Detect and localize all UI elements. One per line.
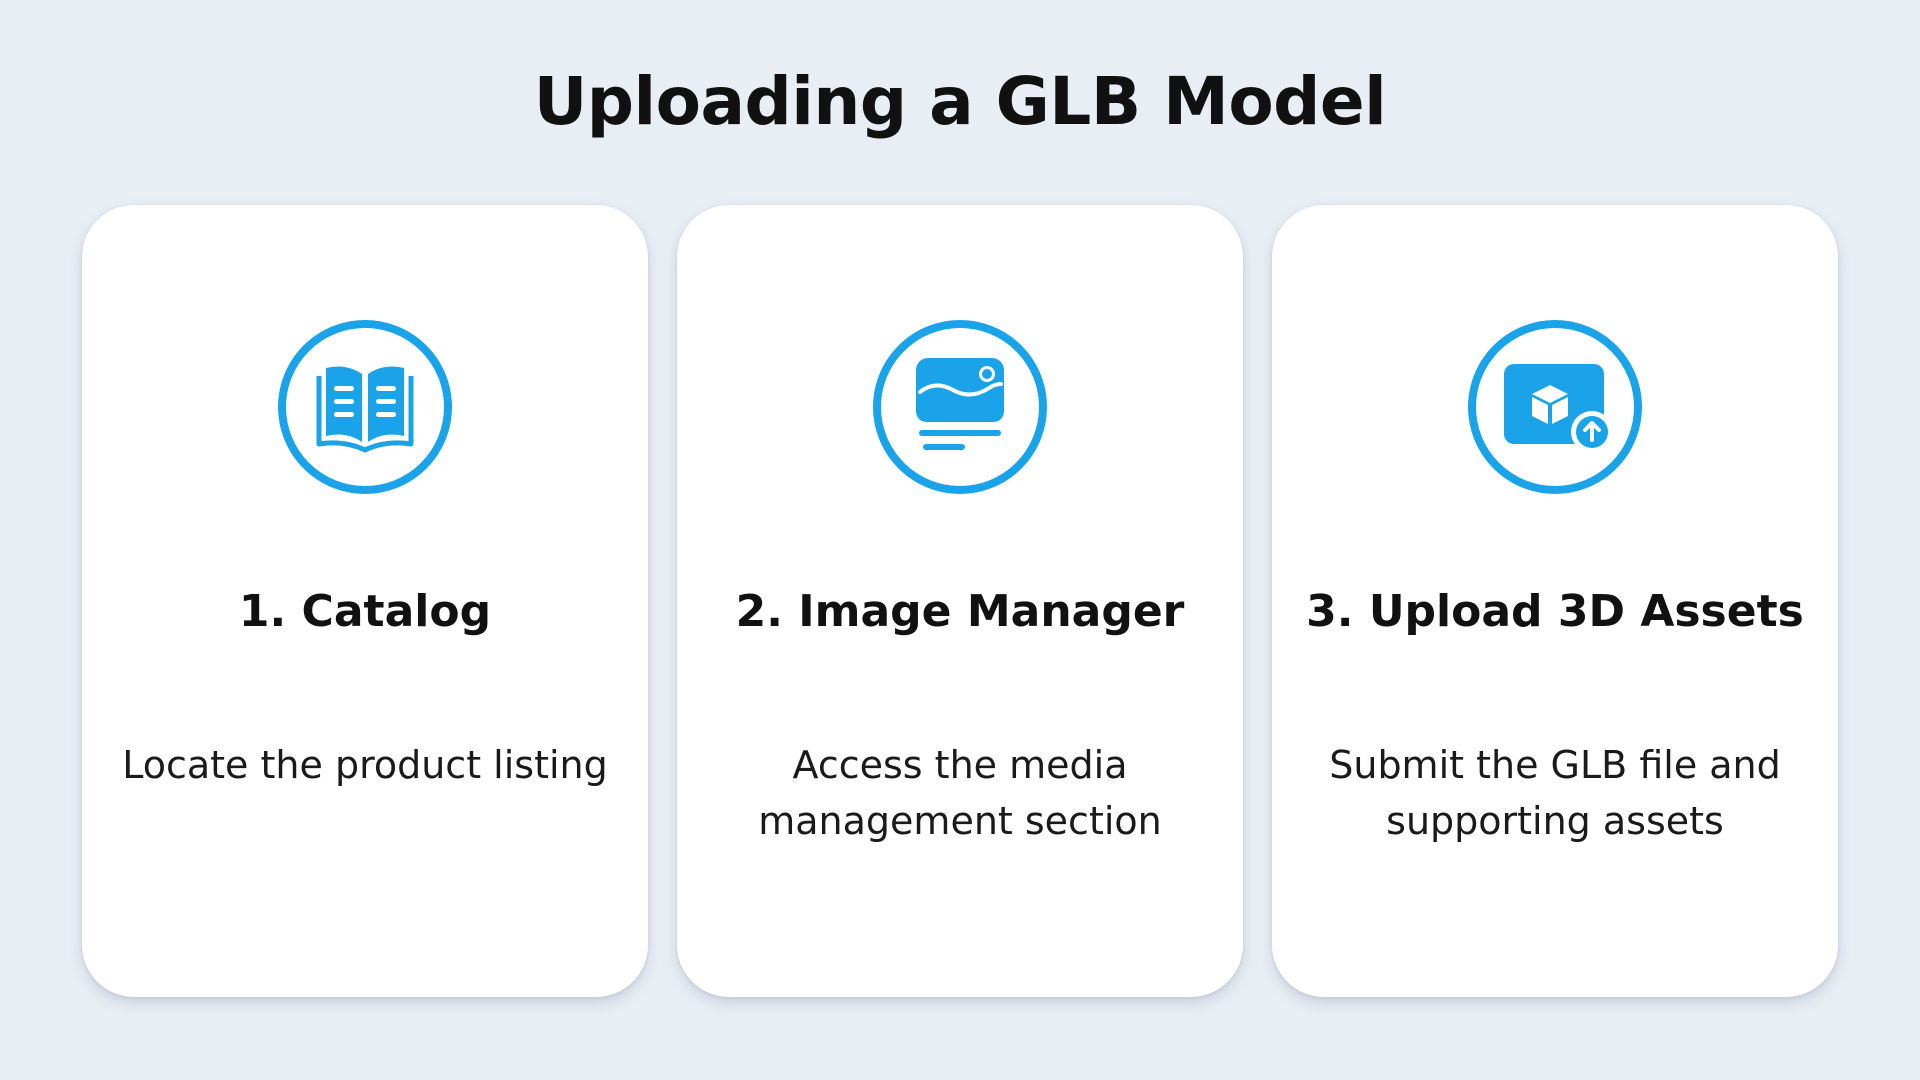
open-book-icon	[276, 318, 454, 496]
step-description: Access the media management section	[758, 743, 1162, 843]
steps-container: 1. Catalog Locate the product listing 2.…	[82, 205, 1838, 997]
cube-upload-icon	[1466, 318, 1644, 496]
step-card-catalog: 1. Catalog Locate the product listing	[82, 205, 648, 997]
step-card-upload-3d-assets: 3. Upload 3D Assets Submit the GLB file …	[1272, 205, 1838, 997]
step-description: Submit the GLB file and supporting asset…	[1329, 743, 1781, 843]
step-card-image-manager: 2. Image Manager Access the media manage…	[677, 205, 1243, 997]
step-title: 2. Image Manager	[735, 586, 1185, 637]
image-monitor-icon	[871, 318, 1049, 496]
page-title: Uploading a GLB Model	[533, 63, 1387, 140]
step-title: 1. Catalog	[238, 586, 492, 637]
step-title: 3. Upload 3D Assets	[1306, 586, 1804, 637]
step-description: Locate the product listing	[122, 743, 608, 787]
